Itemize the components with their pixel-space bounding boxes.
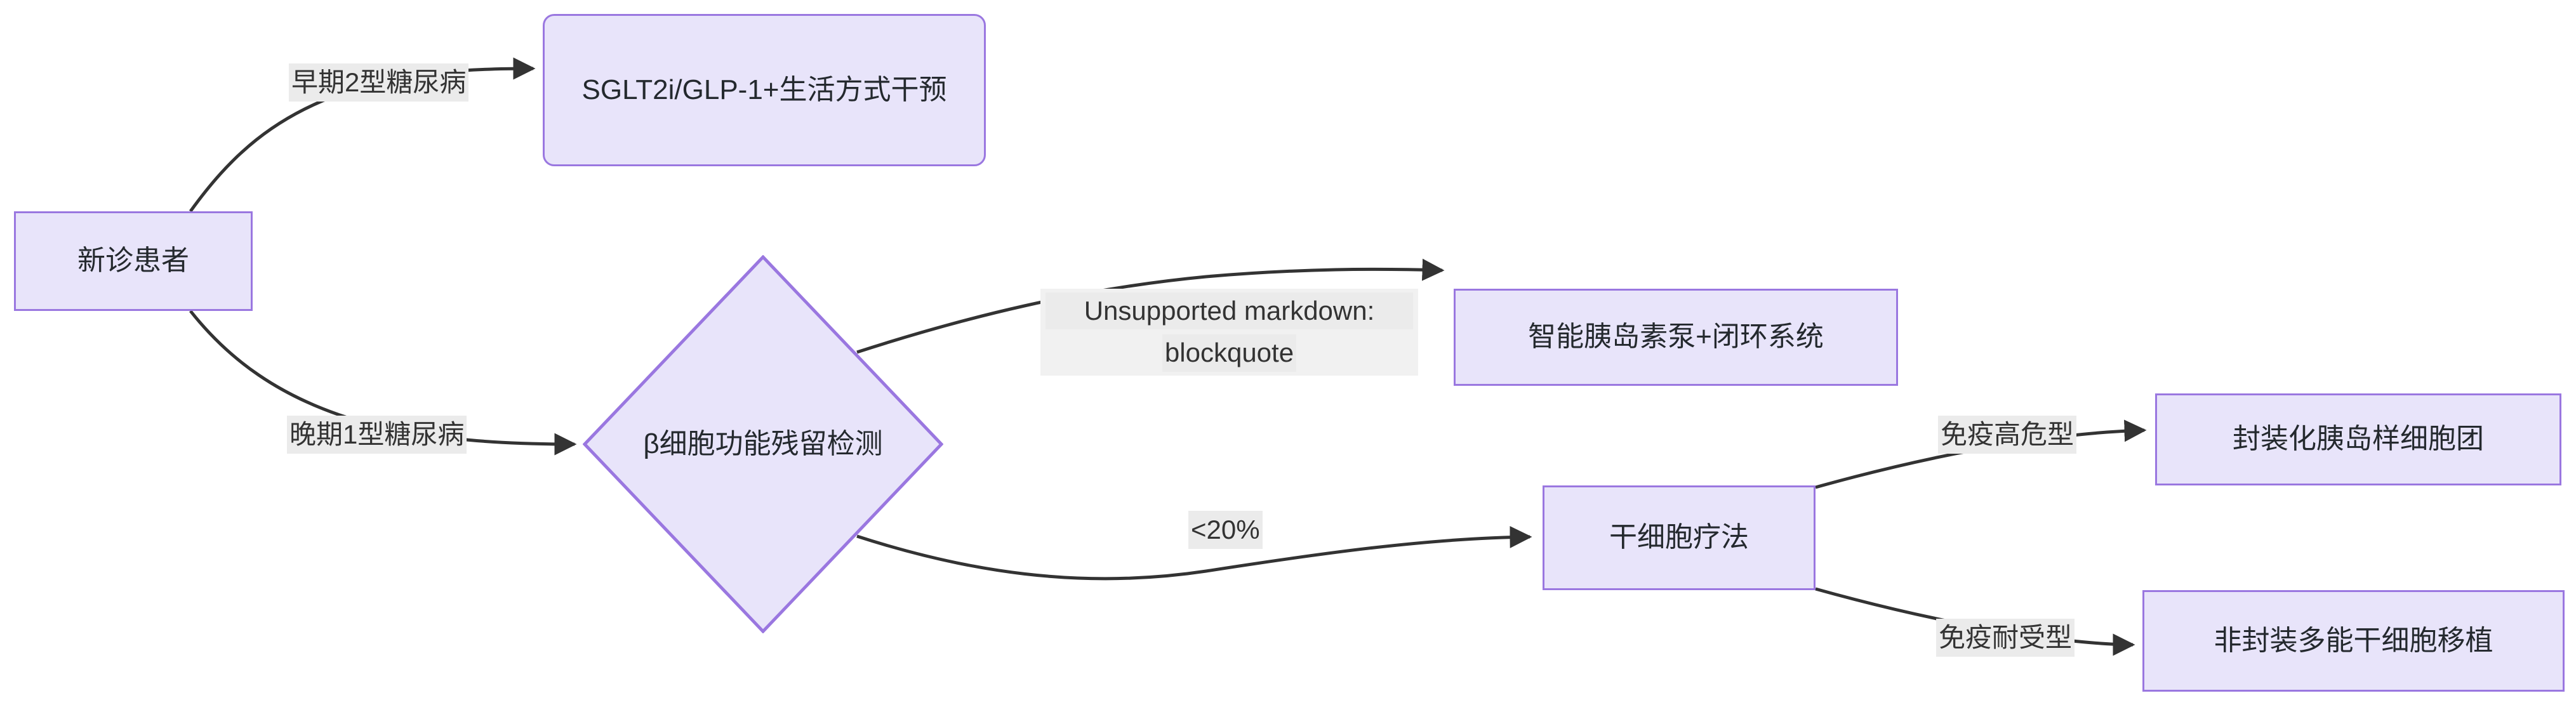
edge-label-late-type1-diabetes: 晚期1型糖尿病 — [287, 416, 467, 454]
node-label: 干细胞疗法 — [1609, 522, 1749, 553]
edge-label-early-type2-diabetes: 早期2型糖尿病 — [289, 63, 469, 102]
edge-label-line-1: Unsupported markdown: — [1046, 293, 1413, 330]
node-label: SGLT2i/GLP-1+生活方式干预 — [581, 74, 947, 105]
node-new-patient[interactable]: 新诊患者 — [14, 211, 253, 311]
node-label: 智能胰岛素泵+闭环系统 — [1528, 321, 1824, 353]
node-label: 新诊患者 — [77, 245, 189, 277]
edge-label-immune-tolerant: 免疫耐受型 — [1936, 619, 2075, 657]
node-label: 封装化胰岛样细胞团 — [2233, 423, 2484, 455]
node-encapsulated-islet[interactable]: 封装化胰岛样细胞团 — [2155, 393, 2561, 485]
node-stem-cell-therapy[interactable]: 干细胞疗法 — [1543, 485, 1816, 590]
edge-label-immune-high-risk: 免疫高危型 — [1938, 416, 2077, 454]
edge-label-unsupported-markdown: Unsupported markdown: blockquote — [1040, 289, 1418, 376]
edge-label-line-2: blockquote — [1162, 334, 1297, 372]
node-beta-cell-test[interactable]: β细胞功能残留检测 — [583, 255, 943, 633]
diamond-shape — [583, 255, 943, 633]
node-label: 非封装多能干细胞移植 — [2214, 624, 2493, 656]
node-sglt2i-lifestyle[interactable]: SGLT2i/GLP-1+生活方式干预 — [543, 14, 986, 166]
edge-beta-test-to-stem-cell — [856, 525, 1532, 581]
node-insulin-pump[interactable]: 智能胰岛素泵+闭环系统 — [1454, 289, 1898, 386]
edge-label-less-than-20-percent: <20% — [1188, 511, 1263, 550]
edge-beta-test-to-pump — [856, 258, 1445, 354]
node-unencapsulated-stem-cell[interactable]: 非封装多能干细胞移植 — [2142, 590, 2565, 692]
